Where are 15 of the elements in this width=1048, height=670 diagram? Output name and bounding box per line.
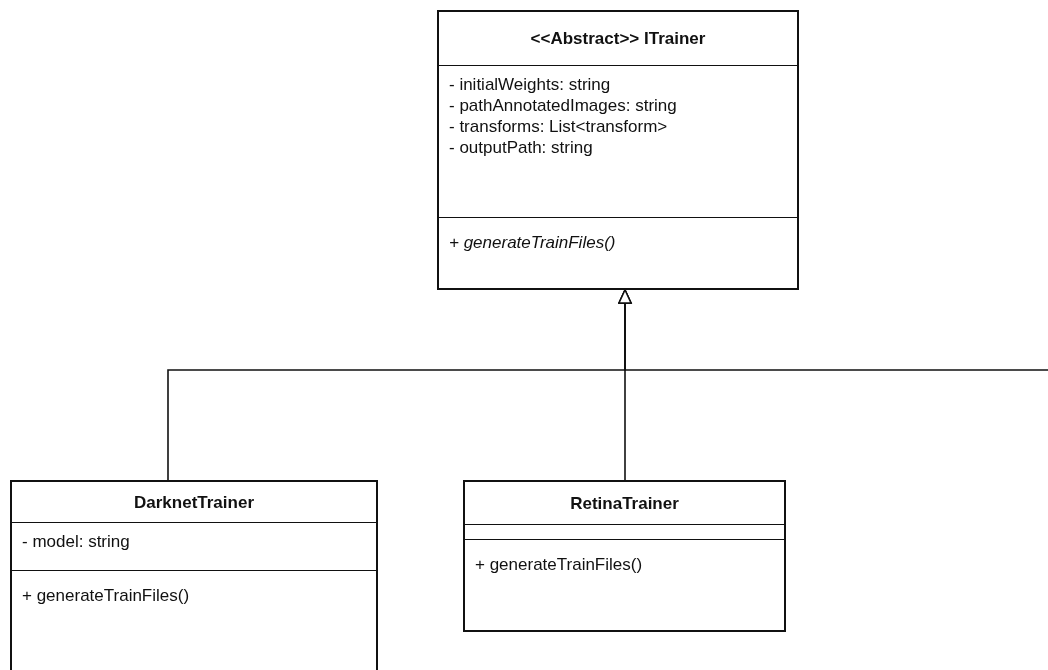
attribute: - transforms: List<transform> <box>449 116 669 137</box>
attribute: - pathAnnotatedImages: string <box>449 95 678 116</box>
method: + generateTrainFiles() <box>449 232 617 253</box>
class-box <box>463 480 786 632</box>
attribute: - model: string <box>22 531 131 552</box>
attribute: - initialWeights: string <box>449 74 612 95</box>
class-name: DarknetTrainer <box>134 491 254 513</box>
class-name: RetinaTrainer <box>570 492 679 514</box>
method: + generateTrainFiles() <box>22 585 191 606</box>
abstract-class-box <box>437 10 799 290</box>
class-box <box>10 480 378 670</box>
inheritance-arrow <box>618 289 1048 371</box>
attribute: - outputPath: string <box>449 137 594 158</box>
method: + generateTrainFiles() <box>475 554 644 575</box>
class-name: <<Abstract>> ITrainer <box>530 28 706 49</box>
